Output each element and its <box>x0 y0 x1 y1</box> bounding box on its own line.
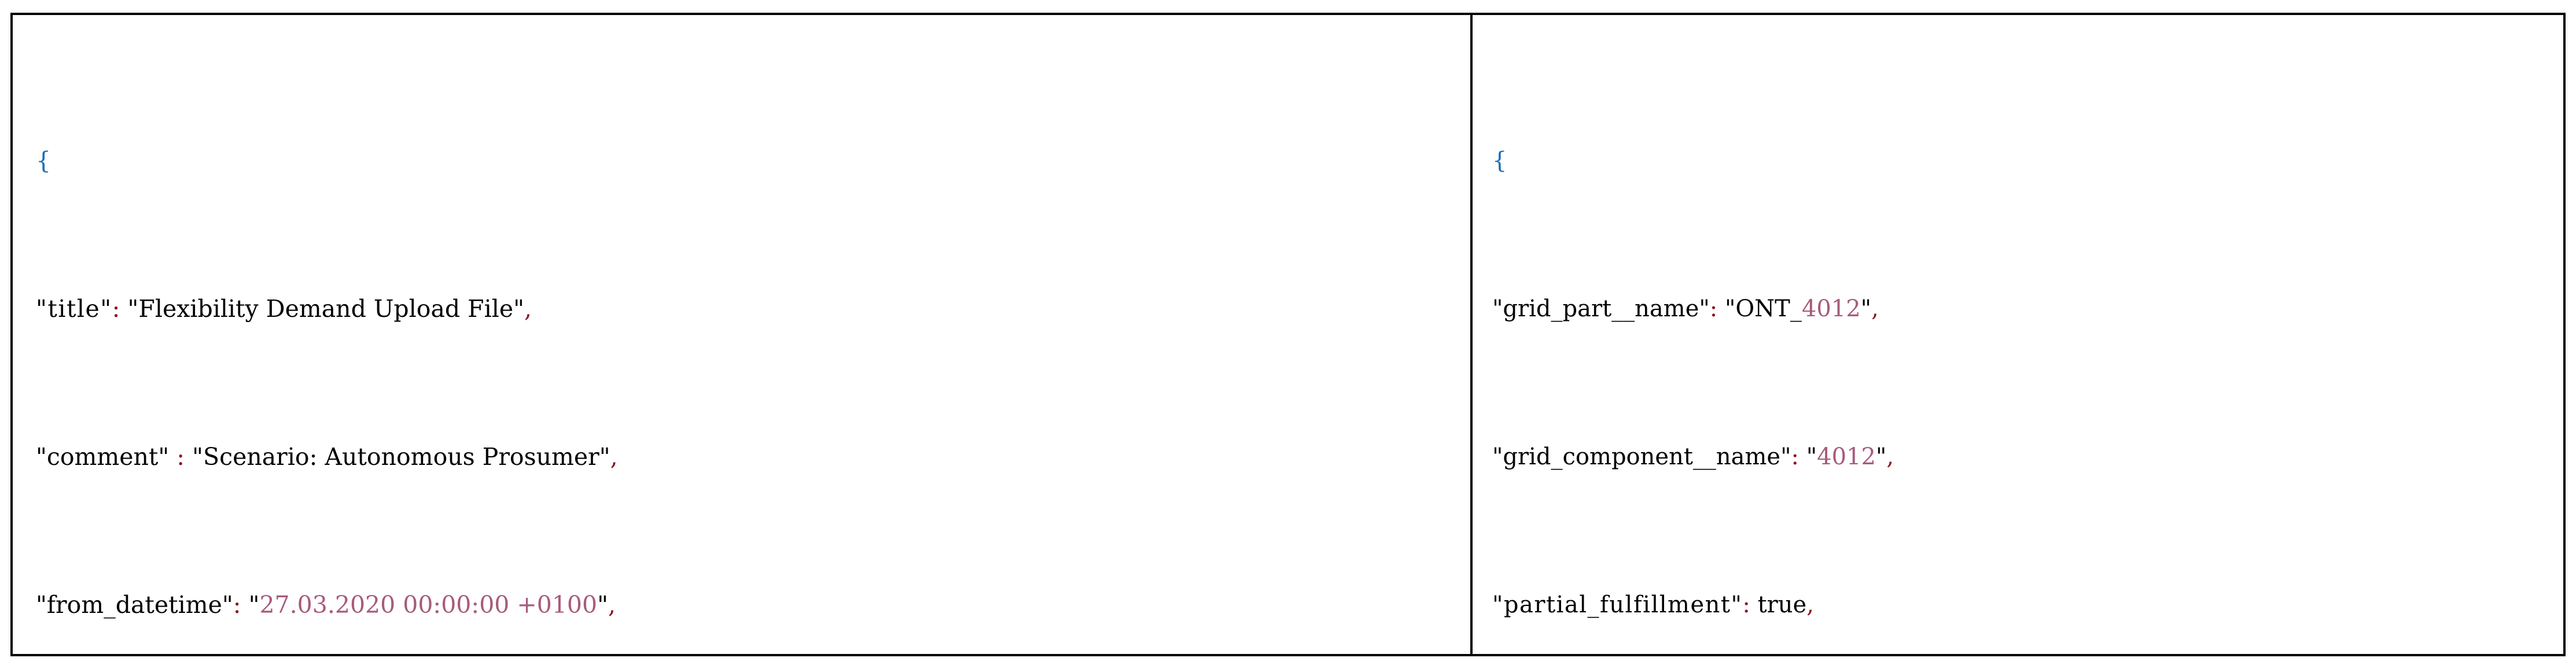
listing-frame: { "title": "Flexibility Demand Upload Fi… <box>10 13 2566 656</box>
open-brace: { <box>36 147 51 175</box>
json-string-value: "Flexibility Demand Upload File" <box>127 295 524 323</box>
json-key: "partial_fulfillment" <box>1492 592 1743 618</box>
json-string-value: "4012" <box>1806 443 1887 470</box>
comma: , <box>524 295 532 323</box>
code-line: { <box>36 142 1470 179</box>
code-line-title: "title": "Flexibility Demand Upload File… <box>36 290 1470 327</box>
left-code-panel: { "title": "Flexibility Demand Upload Fi… <box>13 15 1473 654</box>
colon: : <box>1709 295 1718 322</box>
colon: : <box>1791 443 1799 470</box>
code-line-comment: "comment" : "Scenario: Autonomous Prosum… <box>36 438 1470 475</box>
json-key: "comment" <box>36 443 170 471</box>
json-key: "grid_component__name" <box>1492 443 1791 470</box>
json-string-value: "ONT_4012" <box>1724 295 1872 322</box>
json-key: "title" <box>36 295 112 323</box>
code-line: { <box>1492 142 2563 179</box>
code-line-from-datetime: "from_datetime": "27.03.2020 00:00:00 +0… <box>36 586 1470 623</box>
colon: : <box>233 591 241 619</box>
comma: , <box>1871 295 1879 322</box>
code-line-grid-part-name: "grid_part__name": "ONT_4012", <box>1492 290 2563 327</box>
open-brace: { <box>1492 147 1507 174</box>
code-line-grid-component-name: "grid_component__name": "4012", <box>1492 438 2563 475</box>
colon: : <box>169 443 193 471</box>
json-bool-value: true <box>1757 592 1807 618</box>
comma: , <box>608 591 616 619</box>
right-json-code: { "grid_part__name": "ONT_4012", "grid_c… <box>1492 31 2563 654</box>
comma: , <box>1886 443 1894 470</box>
json-key: "grid_part__name" <box>1492 295 1710 322</box>
code-line-partial-fulfillment: "partial_fulfillment": true, <box>1492 586 2563 623</box>
json-key: "from_datetime" <box>36 591 233 619</box>
comma: , <box>610 443 618 471</box>
comma: , <box>1806 592 1814 618</box>
json-string-value: "27.03.2020 00:00:00 +0100" <box>248 591 608 619</box>
colon: : <box>1742 592 1750 618</box>
json-string-value: "Scenario: Autonomous Prosumer" <box>192 443 610 471</box>
right-code-panel: { "grid_part__name": "ONT_4012", "grid_c… <box>1473 15 2563 654</box>
colon: : <box>112 295 120 323</box>
left-json-code: { "title": "Flexibility Demand Upload Fi… <box>36 31 1470 654</box>
